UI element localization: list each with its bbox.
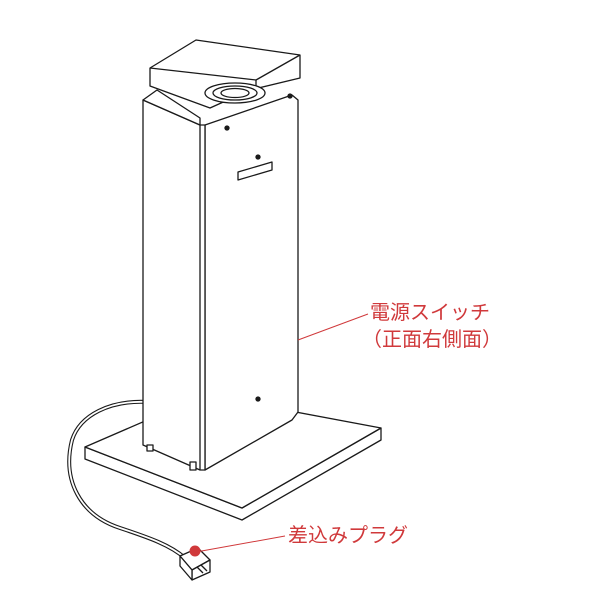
- plug-leader: [195, 535, 286, 553]
- power-switch-location-label: （正面右側面）: [362, 327, 502, 351]
- plug-marker: [189, 545, 201, 557]
- power-switch-leader: [297, 313, 369, 341]
- plug-icon: [179, 547, 211, 581]
- plug-label: 差込みプラグ: [288, 523, 408, 547]
- heater-tower: [142, 39, 301, 471]
- power-switch-label: 電源スイッチ: [370, 300, 490, 324]
